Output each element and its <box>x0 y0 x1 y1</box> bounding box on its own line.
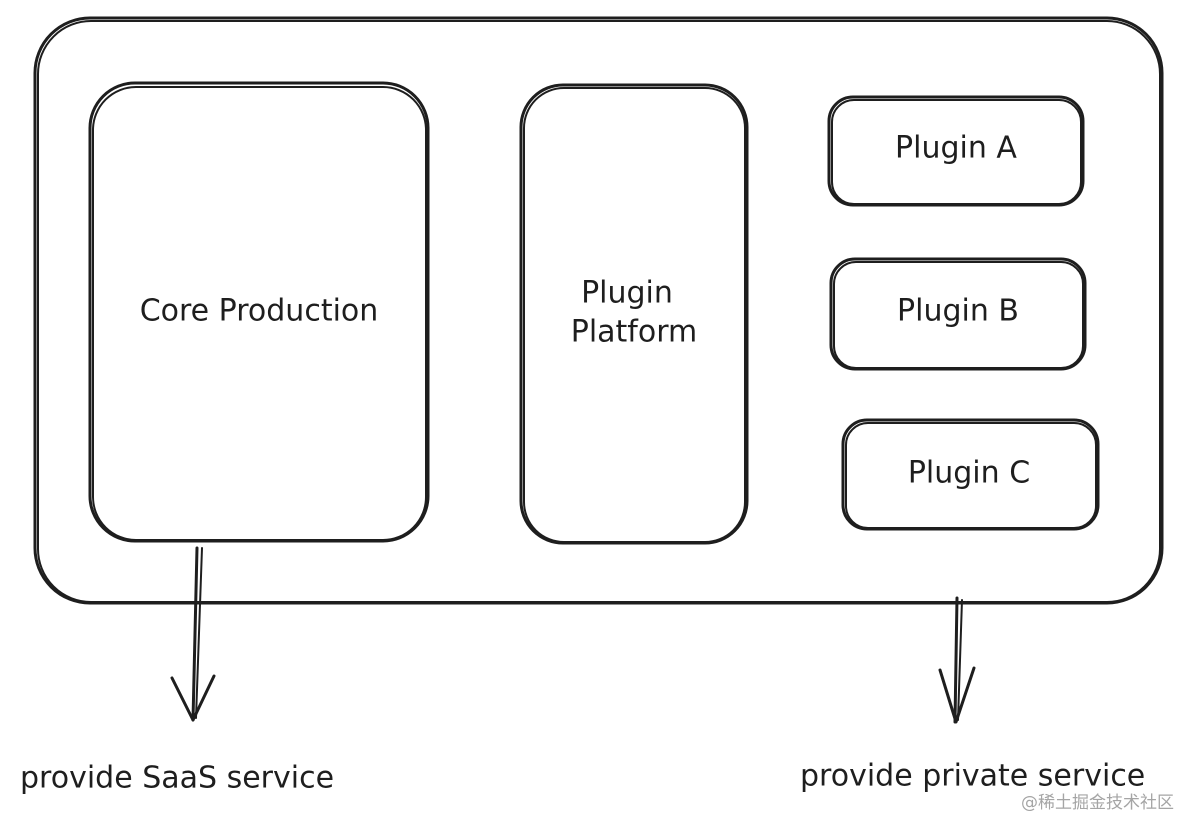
plugin-b-box: Plugin B <box>829 257 1087 371</box>
private-arrow <box>938 596 976 724</box>
saas-caption: provide SaaS service <box>20 761 334 796</box>
plugin-platform-box: Plugin Platform <box>519 83 749 545</box>
plugin-platform-label-line1: Plugin <box>581 276 673 311</box>
core-production-box: Core Production <box>88 81 430 543</box>
outer-container <box>33 16 1164 605</box>
plugin-platform-label-line2: Platform <box>571 315 698 350</box>
saas-arrow <box>170 546 216 722</box>
plugin-c-box: Plugin C <box>841 418 1100 531</box>
plugin-b-label: Plugin B <box>897 294 1019 329</box>
watermark: @稀土掘金技术社区 <box>1021 793 1174 813</box>
plugin-a-box: Plugin A <box>827 95 1085 207</box>
plugin-c-label: Plugin C <box>908 456 1030 491</box>
private-caption: provide private service <box>800 759 1145 794</box>
core-production-label: Core Production <box>140 294 379 329</box>
plugin-a-label: Plugin A <box>895 131 1017 166</box>
